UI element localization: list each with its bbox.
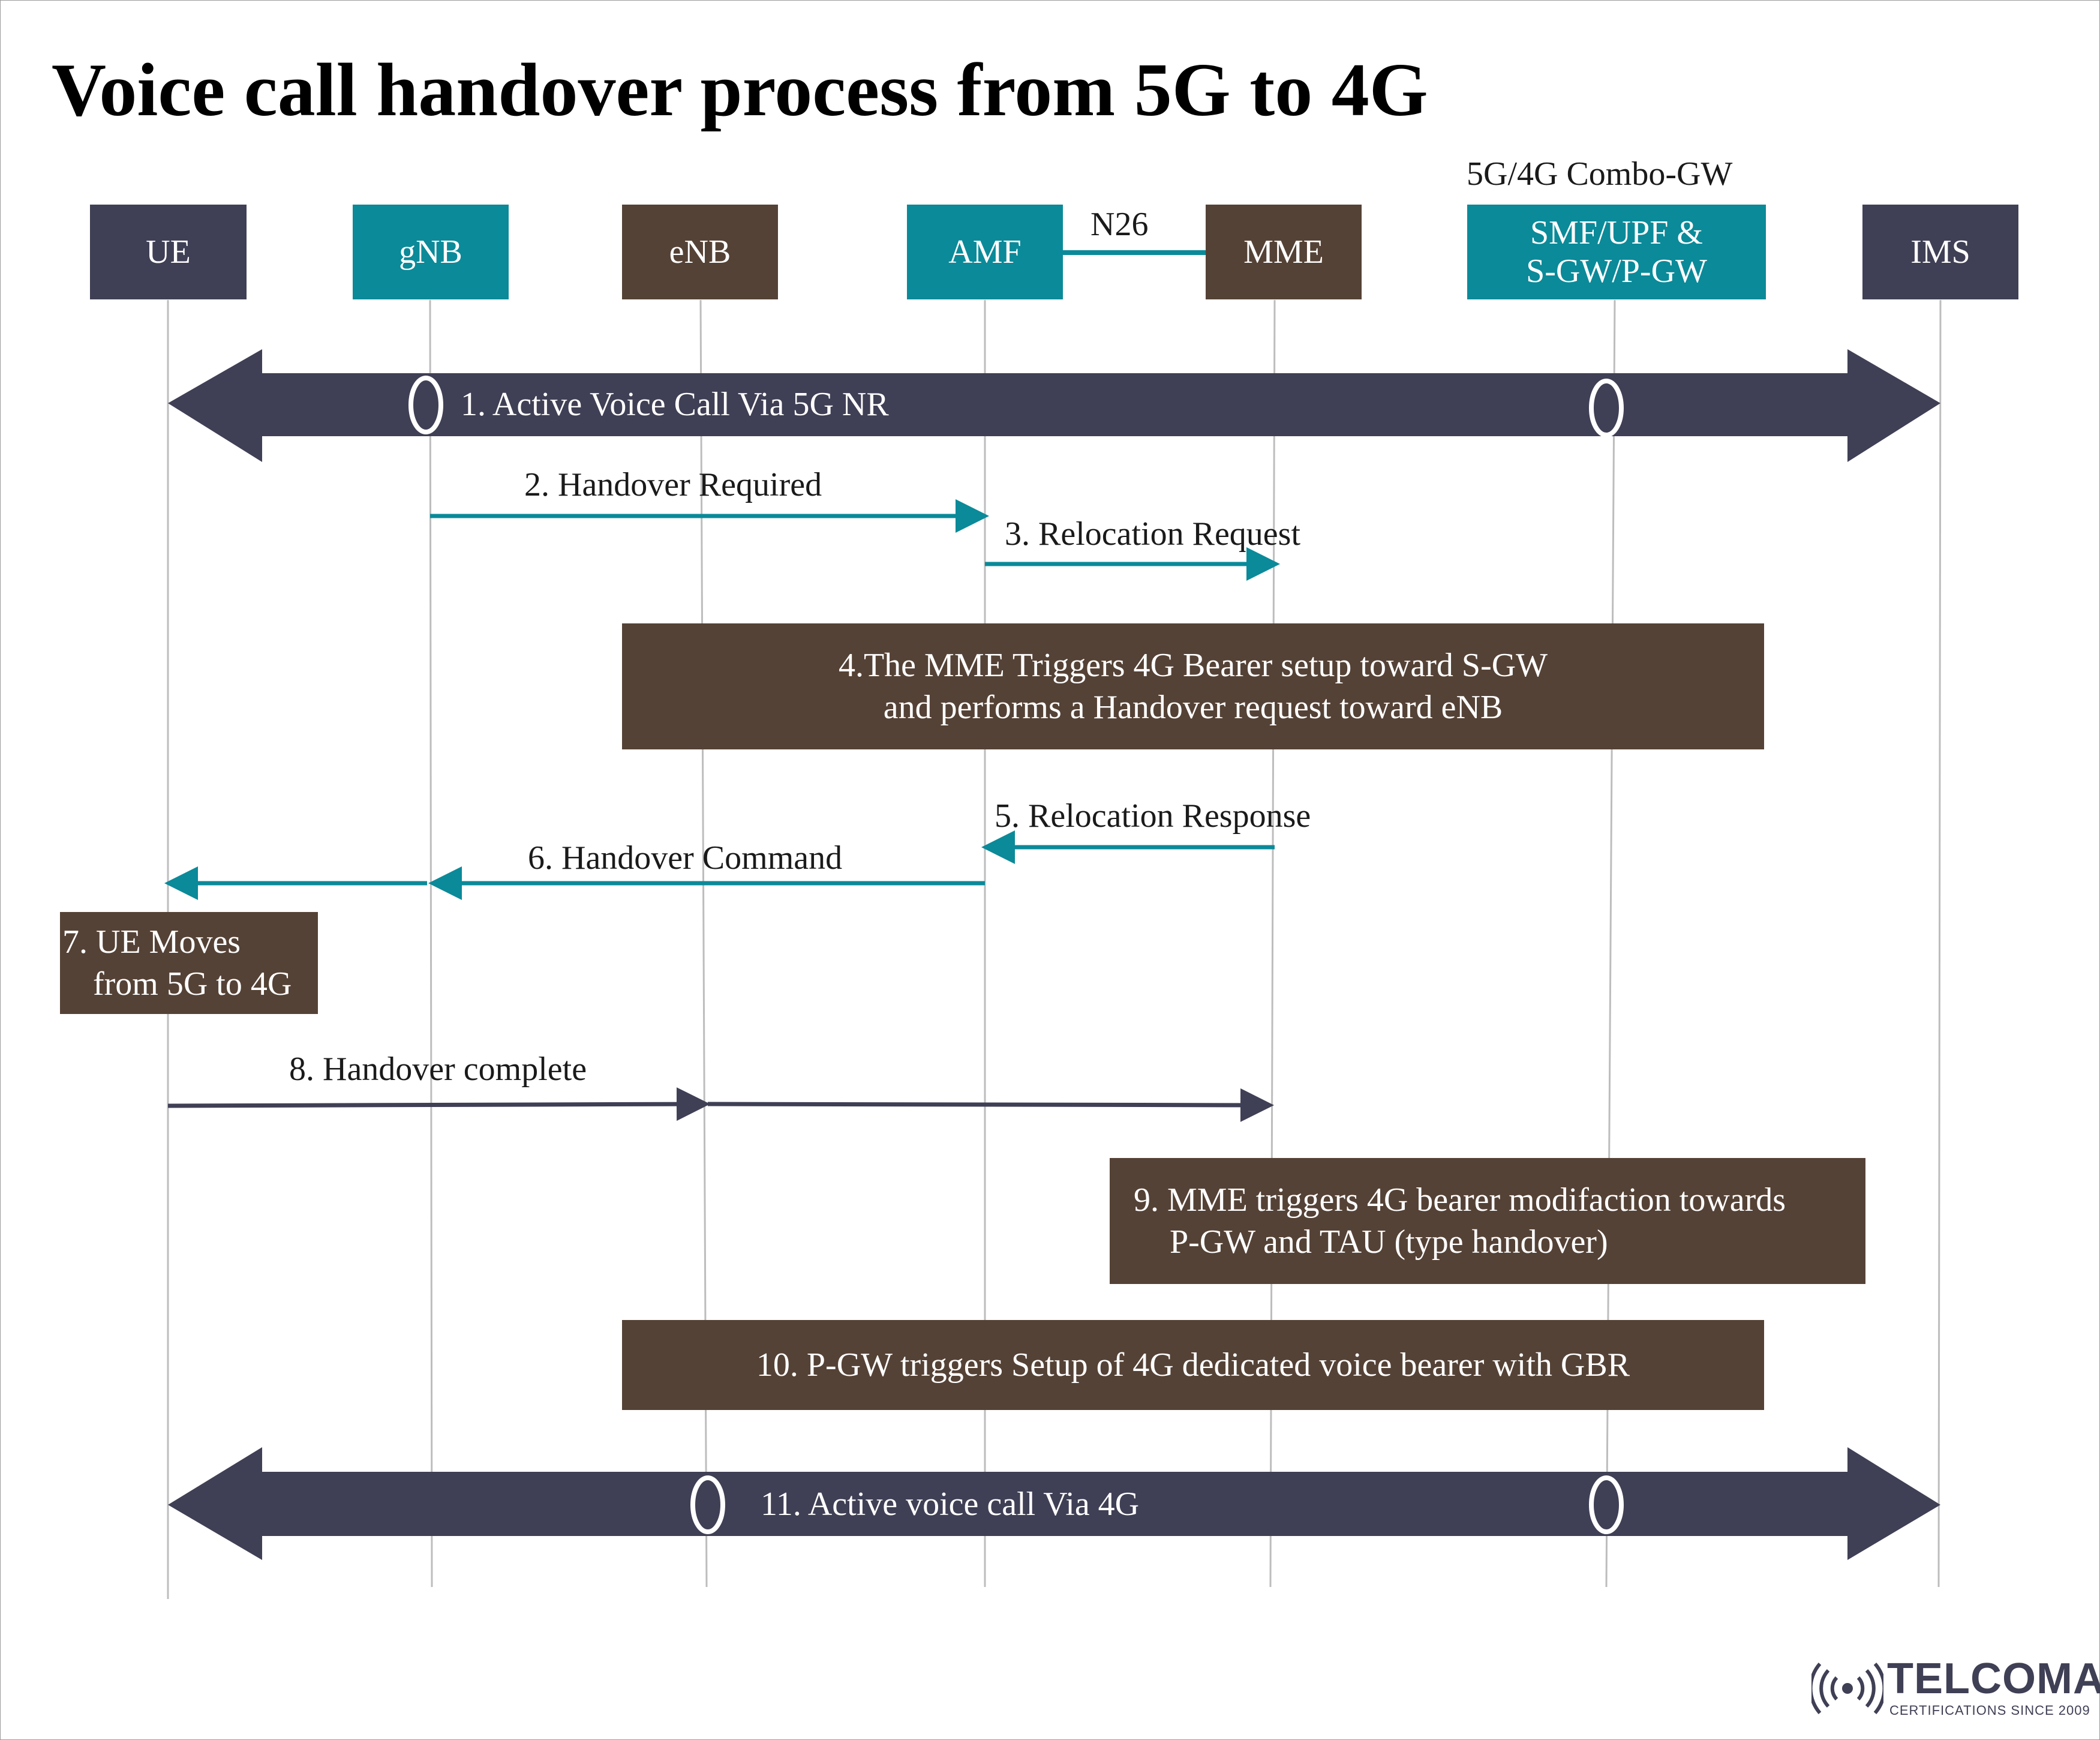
step-10-note: 10. P-GW triggers Setup of 4G dedicated …	[622, 1320, 1764, 1410]
entity-ue: UE	[90, 205, 247, 299]
entity-smf-label-1: SMF/UPF &	[1530, 214, 1703, 251]
entity-smf-gw: SMF/UPF & S-GW/P-GW	[1467, 205, 1766, 299]
step-11-label: 11. Active voice call Via 4G	[761, 1486, 1140, 1523]
step-6-label: 6. Handover Command	[528, 839, 843, 877]
tunnel-marker-enb	[690, 1475, 725, 1534]
step-4-note: 4.The MME Triggers 4G Bearer setup towar…	[622, 623, 1764, 749]
step-9-note: 9. MME triggers 4G bearer modifaction to…	[1110, 1158, 1865, 1284]
step-1-label: 1. Active Voice Call Via 5G NR	[461, 386, 889, 423]
telcoma-logo: TELCOMA CERTIFICATIONS SINCE 2009	[1811, 1657, 2100, 1724]
tunnel-marker-gnb	[408, 376, 443, 434]
step-7-line-1: 7. UE Moves	[62, 923, 241, 961]
entity-amf-label: AMF	[948, 233, 1022, 271]
entity-enb: eNB	[622, 205, 778, 299]
logo-name: TELCOMA	[1887, 1655, 2100, 1703]
lifeline-ims	[1937, 299, 1942, 1588]
entity-enb-label: eNB	[669, 233, 731, 271]
signal-icon	[1811, 1663, 1883, 1714]
logo-tagline: CERTIFICATIONS SINCE 2009	[1889, 1703, 2090, 1718]
entity-smf-label-2: S-GW/P-GW	[1526, 253, 1707, 290]
step-9-line-2: P-GW and TAU (type handover)	[1170, 1223, 1608, 1261]
tunnel-marker-smf	[1589, 379, 1624, 437]
entity-ue-label: UE	[146, 233, 191, 271]
entity-amf: AMF	[907, 205, 1063, 299]
msg-handover-complete-a	[167, 1087, 710, 1121]
step-3-label: 3. Relocation Request	[1005, 515, 1301, 553]
lifeline-gnb	[429, 299, 433, 1588]
entity-gnb-label: gNB	[399, 233, 462, 271]
step-4-line-2: and performs a Handover request toward e…	[883, 689, 1503, 726]
step-7-note: 7. UE Moves from 5G to 4G	[60, 912, 318, 1014]
entity-mme: MME	[1206, 205, 1362, 299]
entity-gnb: gNB	[353, 205, 509, 299]
entity-ims: IMS	[1862, 205, 2018, 299]
step-8-label: 8. Handover complete	[289, 1051, 587, 1088]
step-2-label: 2. Handover Required	[524, 466, 822, 503]
step-9-line-1: 9. MME triggers 4G bearer modifaction to…	[1134, 1181, 1786, 1219]
tunnel-marker-smf-4g	[1589, 1475, 1624, 1534]
step-10-line: 10. P-GW triggers Setup of 4G dedicated …	[756, 1346, 1630, 1384]
page-title: Voice call handover process from 5G to 4…	[52, 49, 1428, 132]
active-call-4g-bar	[168, 1447, 1940, 1560]
msg-handover-complete-b	[707, 1088, 1274, 1122]
entity-ims-label: IMS	[1910, 233, 1970, 271]
step-4-line-1: 4.The MME Triggers 4G Bearer setup towar…	[838, 647, 1548, 684]
step-5-label: 5. Relocation Response	[995, 797, 1311, 835]
step-7-line-2: from 5G to 4G	[93, 965, 292, 1003]
active-call-5g-bar	[168, 349, 1940, 462]
n26-label: N26	[1090, 206, 1149, 243]
entity-mme-label: MME	[1243, 233, 1324, 271]
combo-gw-label: 5G/4G Combo-GW	[1467, 155, 1733, 193]
